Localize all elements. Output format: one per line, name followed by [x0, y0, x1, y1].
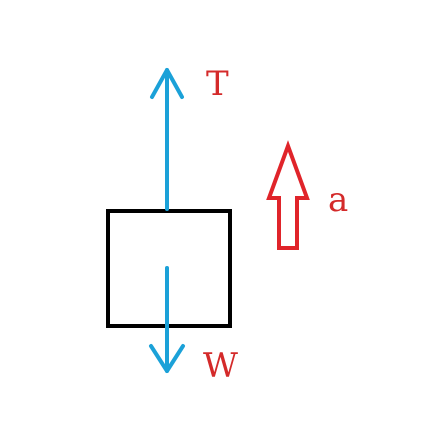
weight-arrow [149, 266, 185, 373]
acceleration-arrow [266, 140, 310, 250]
tension-arrow-head [150, 68, 184, 99]
weight-arrow-head [149, 344, 185, 373]
tension-label: T [206, 64, 229, 104]
tension-arrow [150, 68, 184, 211]
acceleration-label: a [328, 180, 348, 220]
weight-label: W [203, 346, 238, 386]
